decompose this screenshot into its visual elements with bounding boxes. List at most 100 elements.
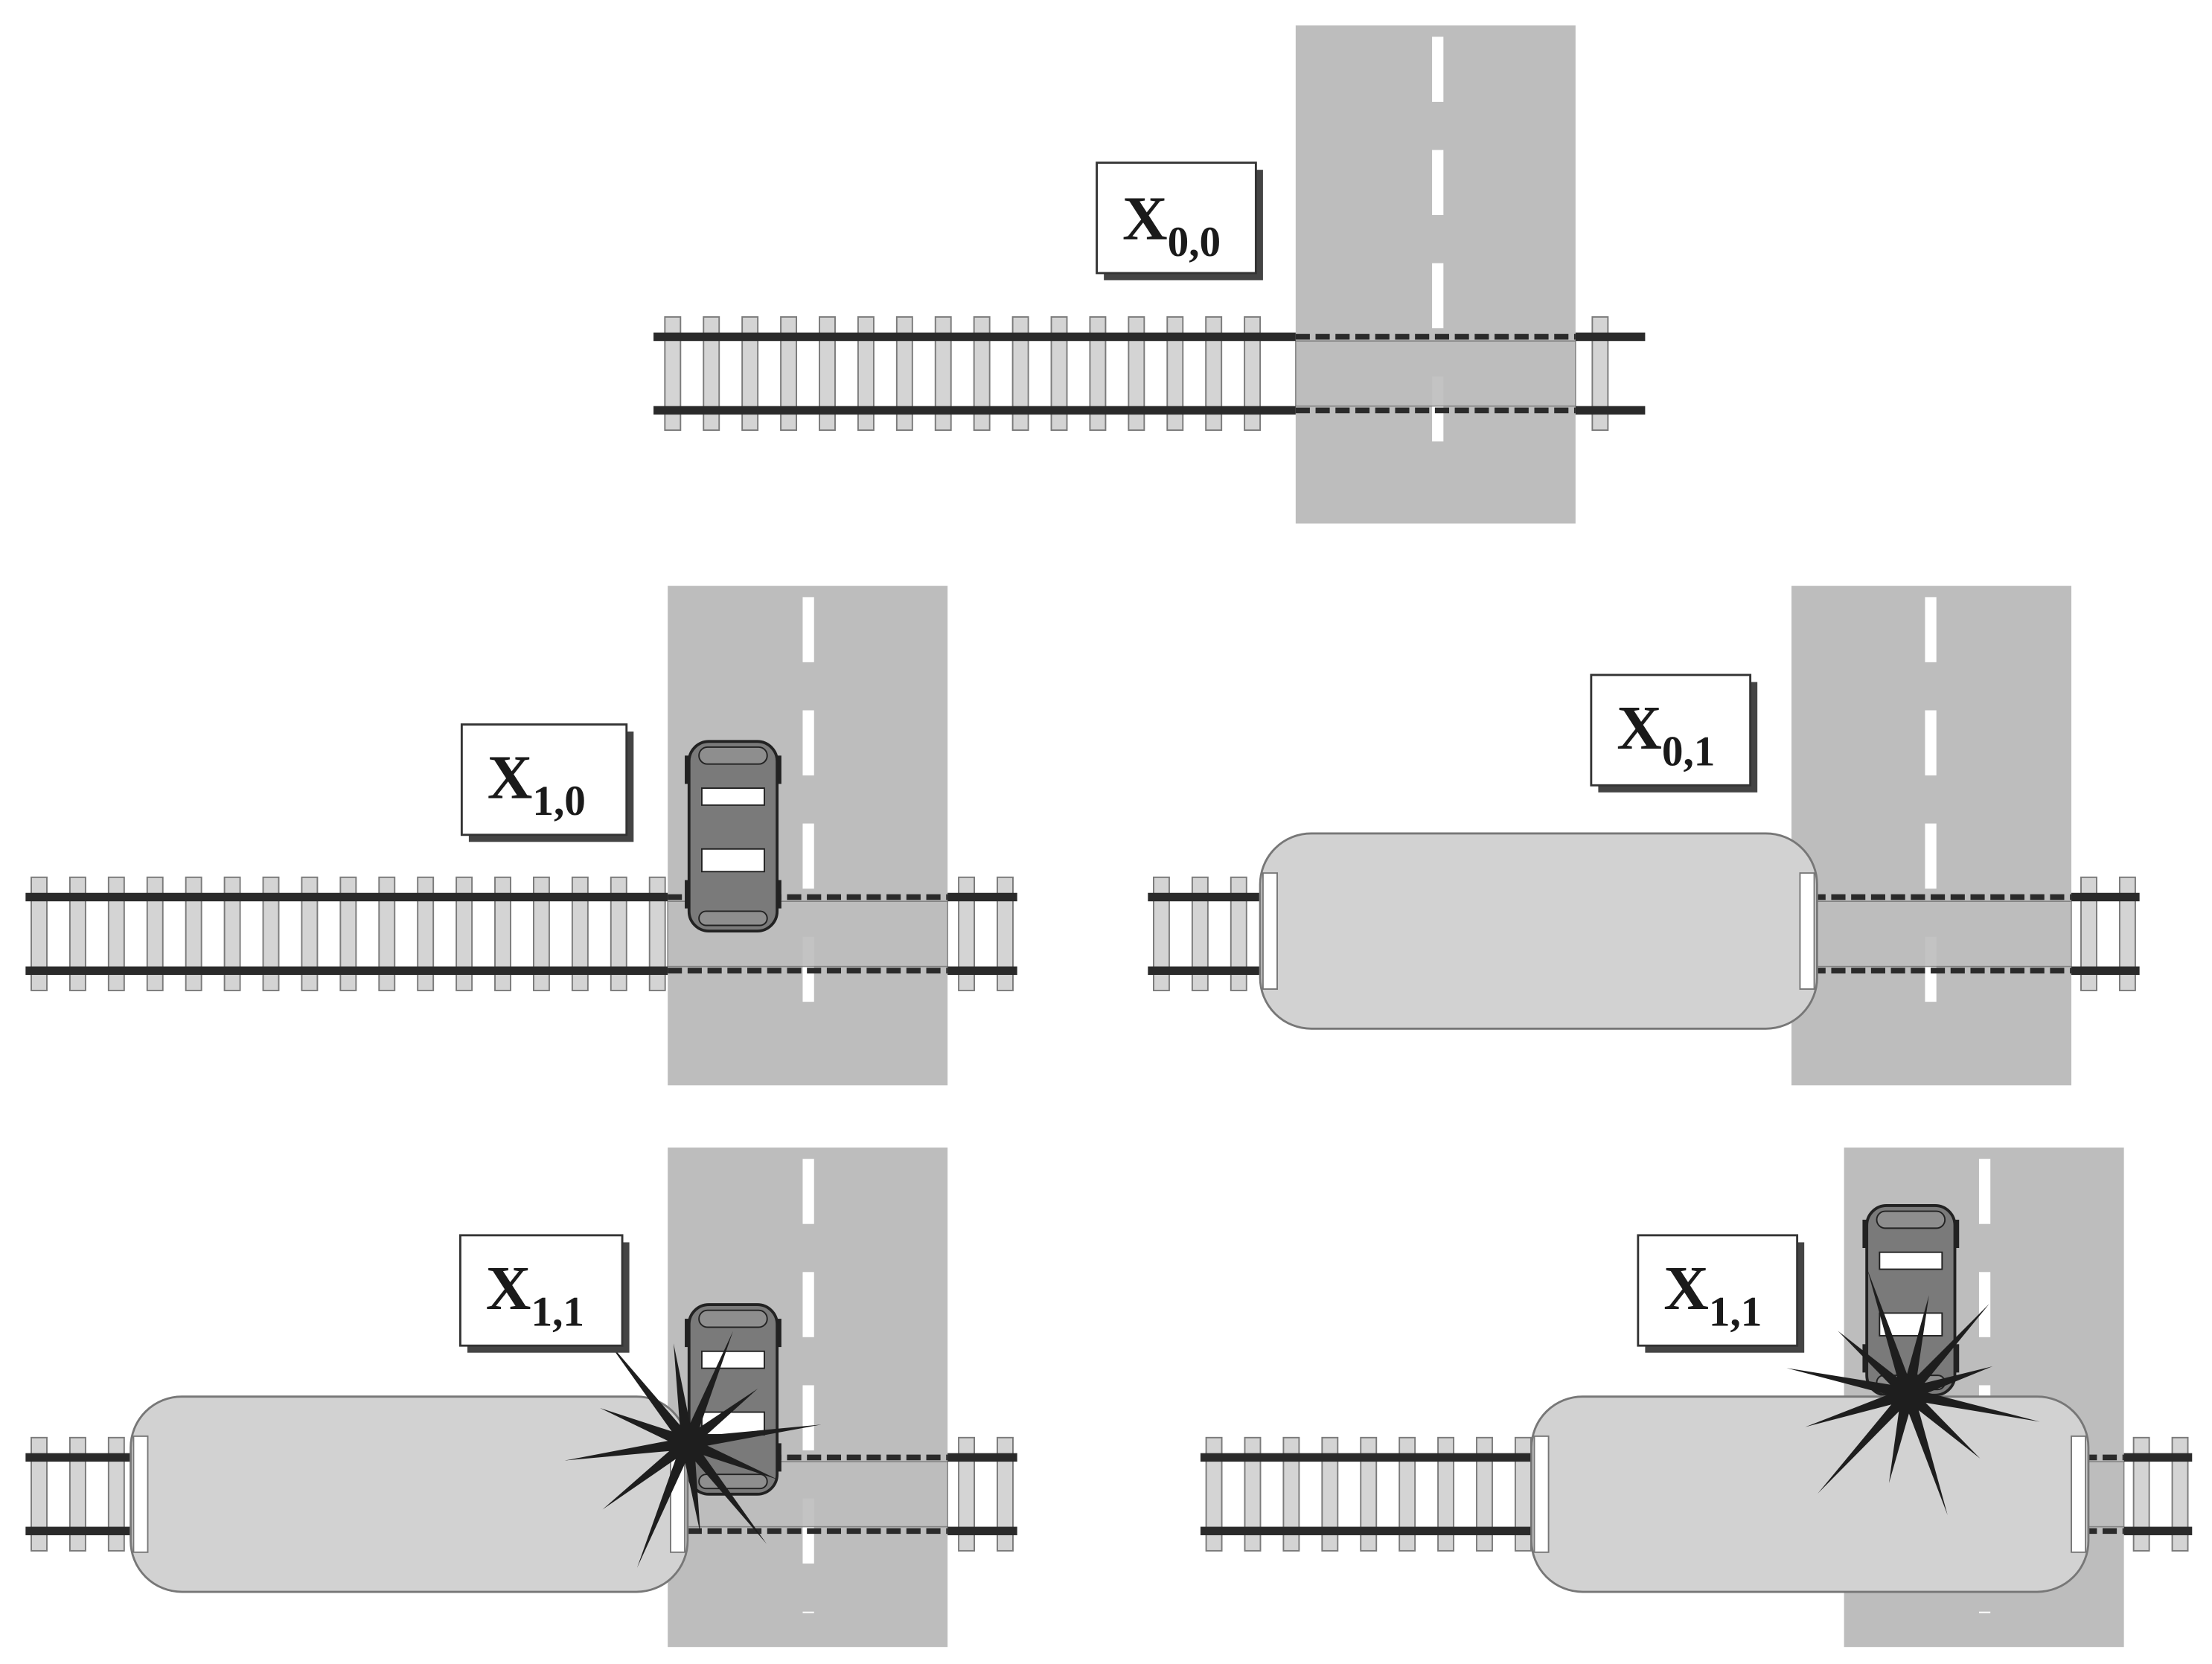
train-coupler	[132, 1435, 149, 1553]
crossing-slab	[1791, 900, 2072, 967]
track-sleeper	[455, 876, 473, 991]
track-sleeper	[2171, 1436, 2189, 1552]
rail	[25, 892, 668, 902]
track-sleeper	[1399, 1436, 1416, 1552]
train-icon	[1259, 832, 1818, 1030]
lane-dash	[1432, 36, 1444, 102]
scene-x10: X1,0	[25, 586, 1017, 1086]
label-box	[1590, 673, 1752, 787]
train-coupler	[1799, 872, 1815, 991]
lane-dash	[1978, 1611, 1991, 1613]
state-label-base: X	[488, 743, 533, 813]
car-hood	[698, 746, 768, 765]
lane-dash	[1925, 710, 1937, 775]
track-sleeper	[1011, 316, 1029, 431]
state-label-sub: 0,0	[1168, 219, 1221, 266]
track-sleeper	[1089, 316, 1107, 431]
rail	[653, 406, 1296, 415]
track-sleeper	[958, 876, 976, 991]
state-label-sub: 1,0	[532, 778, 586, 825]
track-sleeper	[648, 876, 666, 991]
track-sleeper	[997, 876, 1014, 991]
track-sleeper	[1166, 316, 1184, 431]
state-label-text: X0,1	[1617, 694, 1715, 775]
track-sleeper	[997, 1436, 1014, 1552]
crash-burst-icon	[1786, 1268, 2040, 1515]
track-sleeper	[1191, 876, 1209, 991]
track-sleeper	[1244, 316, 1262, 431]
lane-dash	[1432, 263, 1444, 329]
train-icon	[130, 1395, 689, 1593]
crash-star	[564, 1331, 822, 1568]
track-sleeper	[2132, 1436, 2150, 1552]
car-icon	[685, 740, 781, 932]
track-sleeper	[1152, 876, 1170, 991]
train-body	[1259, 832, 1818, 1030]
rail	[2123, 1453, 2193, 1462]
track-sleeper	[1244, 1436, 1262, 1552]
track-sleeper	[1321, 1436, 1339, 1552]
track-sleeper	[1128, 316, 1145, 431]
state-label-base: X	[1122, 184, 1168, 253]
train-coupler	[1262, 872, 1278, 991]
rail	[2123, 1526, 2193, 1535]
label-box	[460, 723, 628, 836]
lane-dash	[1432, 150, 1444, 216]
track-sleeper	[494, 876, 511, 991]
track-sleeper	[107, 1436, 125, 1552]
rail	[947, 1526, 1017, 1535]
lane-dash	[1925, 823, 1937, 889]
track-sleeper	[2118, 876, 2136, 991]
track-sleeper	[532, 876, 550, 991]
state-label-base: X	[486, 1254, 531, 1323]
rail	[1200, 1453, 1844, 1462]
track-sleeper	[223, 876, 241, 991]
track-sleeper	[68, 876, 86, 991]
car-hood	[698, 1309, 768, 1328]
track-sleeper	[1205, 1436, 1223, 1552]
state-label-text: X1,1	[1663, 1254, 1762, 1336]
rail	[25, 966, 668, 976]
rail	[1575, 332, 1646, 342]
car-windshield	[1879, 1251, 1943, 1270]
state-label-sub: 1,1	[1709, 1289, 1762, 1336]
lane-dash	[802, 597, 814, 662]
track-sleeper	[780, 316, 798, 431]
label-box	[459, 1234, 624, 1347]
train-icon	[1530, 1395, 2090, 1593]
rail	[2071, 966, 2140, 976]
rail	[1575, 406, 1646, 415]
track-sleeper	[1437, 1436, 1455, 1552]
lane-dash	[802, 1611, 814, 1613]
scene-x11-a: X1,1	[25, 1148, 1017, 1648]
state-label: X1,1	[459, 1234, 630, 1353]
lane-dash	[1978, 1159, 1991, 1224]
track-sleeper	[1205, 316, 1223, 431]
track-sleeper	[1282, 1436, 1300, 1552]
label-box	[1096, 161, 1257, 275]
lane-dash	[1978, 1272, 1991, 1337]
track-sleeper	[664, 316, 682, 431]
lane-dash	[1925, 597, 1937, 662]
car-rear-window	[700, 848, 765, 873]
track-sleeper	[2080, 876, 2097, 991]
lane-dash	[802, 710, 814, 775]
rail	[947, 892, 1017, 902]
state-label-sub: 0,1	[1662, 729, 1716, 775]
track-sleeper	[895, 316, 913, 431]
rail	[2071, 892, 2140, 902]
track-sleeper	[571, 876, 589, 991]
track-sleeper	[934, 316, 952, 431]
track-sleeper	[1230, 876, 1247, 991]
state-label-base: X	[1617, 694, 1662, 763]
label-box	[1637, 1234, 1799, 1347]
train-coupler	[1533, 1435, 1550, 1553]
lane-dash	[802, 1159, 814, 1224]
state-label: X0,1	[1590, 673, 1758, 793]
car-body	[687, 740, 779, 932]
track-sleeper	[703, 316, 720, 431]
state-label-text: X1,0	[488, 743, 586, 825]
scene-x01: X0,1	[1148, 586, 2140, 1086]
car-hood	[1876, 1210, 1946, 1229]
